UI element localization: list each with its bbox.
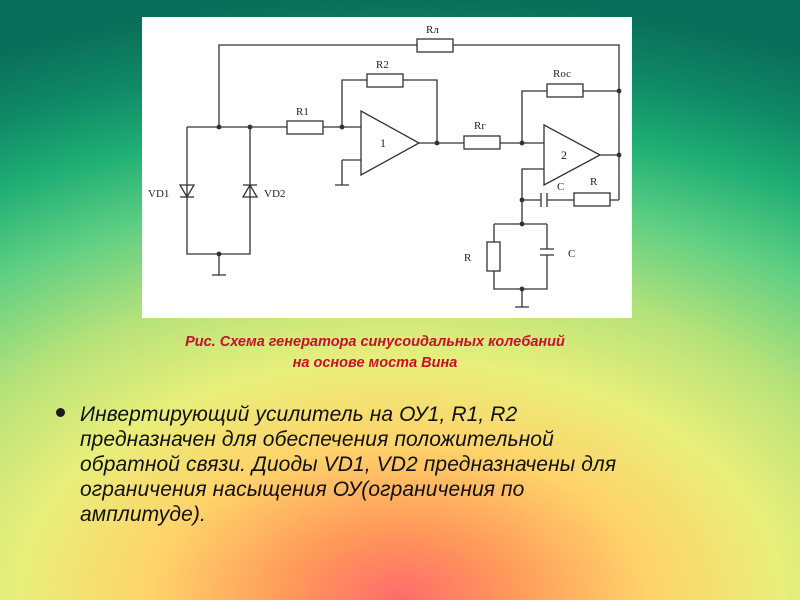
wire-rl-feedback: [218, 44, 620, 200]
wire-roc-loop: [521, 90, 619, 143]
label-r1: R1: [296, 106, 309, 118]
label-rg: Rг: [474, 120, 486, 132]
bullet-line: ограничения насыщения ОУ(ограничения по: [80, 478, 525, 501]
junction-dot: [247, 124, 253, 130]
resistor-r-series: [573, 192, 611, 207]
series-rc: [522, 193, 619, 207]
junction-dot: [216, 251, 222, 257]
wire-opamp1-ground: [335, 159, 361, 186]
bullet-line: обратной связи. Диоды VD1, VD2 предназна…: [80, 453, 617, 476]
junction-dot: [216, 124, 222, 130]
resistor-rg: [463, 135, 501, 150]
wire-r2-loop: [341, 79, 438, 143]
label-rl: Rл: [426, 24, 439, 36]
opamp-1: [360, 109, 421, 177]
caption-line: Рис. Схема генератора синусоидальных кол…: [185, 334, 565, 350]
figure-caption: Рис. Схема генератора синусоидальных кол…: [100, 332, 650, 374]
junction-dot: [434, 140, 440, 146]
label-c-series: C: [557, 181, 564, 193]
junction-dot: [616, 88, 622, 94]
resistor-roc: [546, 83, 584, 98]
bullet-icon: [56, 408, 65, 417]
resistor-r1: [286, 120, 324, 135]
diode-vd2: [241, 183, 259, 198]
caption-line: на основе моста Вина: [292, 355, 458, 371]
bullet-line: предназначен для обеспечения положительн…: [80, 428, 554, 451]
label-vd1: VD1: [148, 188, 169, 200]
junction-dot: [519, 286, 525, 292]
opamp-2: [543, 123, 602, 187]
diode-vd1: [178, 184, 196, 199]
junction-dot: [519, 197, 525, 203]
junction-dot: [519, 221, 525, 227]
label-r-parallel: R: [464, 252, 472, 264]
junction-dot: [519, 140, 525, 146]
bullet-line: амплитуде).: [80, 503, 206, 526]
label-r-series: R: [590, 176, 598, 188]
parallel-rc: [493, 223, 554, 308]
junction-dot: [616, 152, 622, 158]
bullet-line: Инвертирующий усилитель на ОУ1, R1, R2: [80, 403, 518, 426]
circuit-schematic: Rл R2 R1 Rг Rос 1 2 VD1 VD2 C R R C: [148, 24, 622, 308]
label-roc: Rос: [553, 68, 571, 80]
bullet-item: Инвертирующий усилитель на ОУ1, R1, R2 п…: [56, 402, 756, 527]
resistor-r2: [366, 73, 404, 88]
label-r2: R2: [376, 59, 389, 71]
junction-dot: [339, 124, 345, 130]
bullet-text: Инвертирующий усилитель на ОУ1, R1, R2 п…: [80, 402, 756, 527]
label-vd2: VD2: [264, 188, 285, 200]
label-opamp1: 1: [380, 136, 386, 150]
label-c-parallel: C: [568, 248, 575, 260]
label-opamp2: 2: [561, 148, 567, 162]
circuit-diagram: Rл R2 R1 Rг Rос 1 2 VD1 VD2 C R R C: [142, 17, 632, 318]
resistor-r-parallel: [486, 241, 501, 272]
resistor-rl: [416, 38, 454, 53]
wire-opamp2-noninv: [521, 168, 544, 224]
